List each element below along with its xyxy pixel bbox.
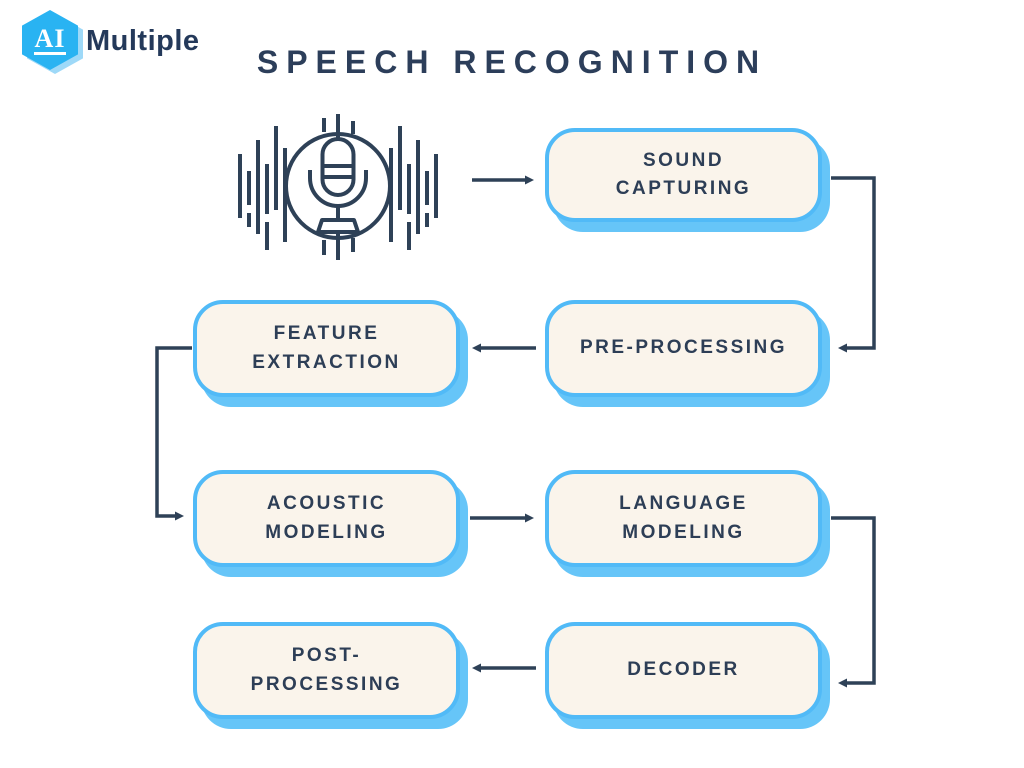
node-label-line: MODELING — [622, 521, 745, 543]
node-label-line: SOUND — [642, 149, 725, 171]
node-label-line: ACOUSTIC — [266, 493, 387, 514]
mic-circle — [284, 132, 392, 240]
microphone-soundwave-icon — [238, 114, 438, 260]
arrow-feature-extraction-to-acoustic-modeling — [155, 346, 192, 521]
node-pre-processing: PRE-PROCESSING — [545, 300, 822, 397]
node-label-line: PRE-PROCESSING — [579, 337, 788, 359]
aimultiple-logo: AI Multiple — [22, 10, 200, 74]
node-post-processing: POST- PROCESSING — [193, 622, 460, 719]
soundwave-left-bars — [238, 126, 287, 250]
node-label-line: PROCESSING — [250, 673, 403, 695]
node-decoder: DECODER — [545, 622, 822, 719]
arrow-language-modeling-to-decoder — [831, 516, 876, 688]
arrow-sound-capturing-to-pre-processing — [831, 176, 876, 353]
node-label-line: MODELING — [265, 521, 388, 543]
logo-hexagon: AI — [22, 10, 83, 74]
node-label-line: LANGUAGE — [619, 493, 748, 514]
diagram-title: SPEECH RECOGNITION — [256, 44, 768, 80]
logo-hexagon-text: AI — [33, 25, 67, 56]
node-sound-capturing: SOUND CAPTURING — [545, 128, 822, 222]
node-feature-extraction: FEATURE EXTRACTION — [193, 300, 460, 397]
node-acoustic-modeling: ACOUSTIC MODELING — [193, 470, 460, 567]
node-label-line: DECODER — [627, 659, 740, 681]
microphone-glyph — [308, 137, 368, 234]
node-label-line: FEATURE — [273, 323, 380, 344]
node-language-modeling: LANGUAGE MODELING — [545, 470, 822, 567]
node-label-line: POST- — [291, 645, 362, 666]
node-label-line: EXTRACTION — [252, 351, 401, 373]
logo-brand-name: Multiple — [86, 24, 200, 57]
mic-circle-ticks — [322, 114, 355, 260]
node-label-line: CAPTURING — [615, 178, 752, 199]
soundwave-right-bars — [389, 126, 438, 250]
